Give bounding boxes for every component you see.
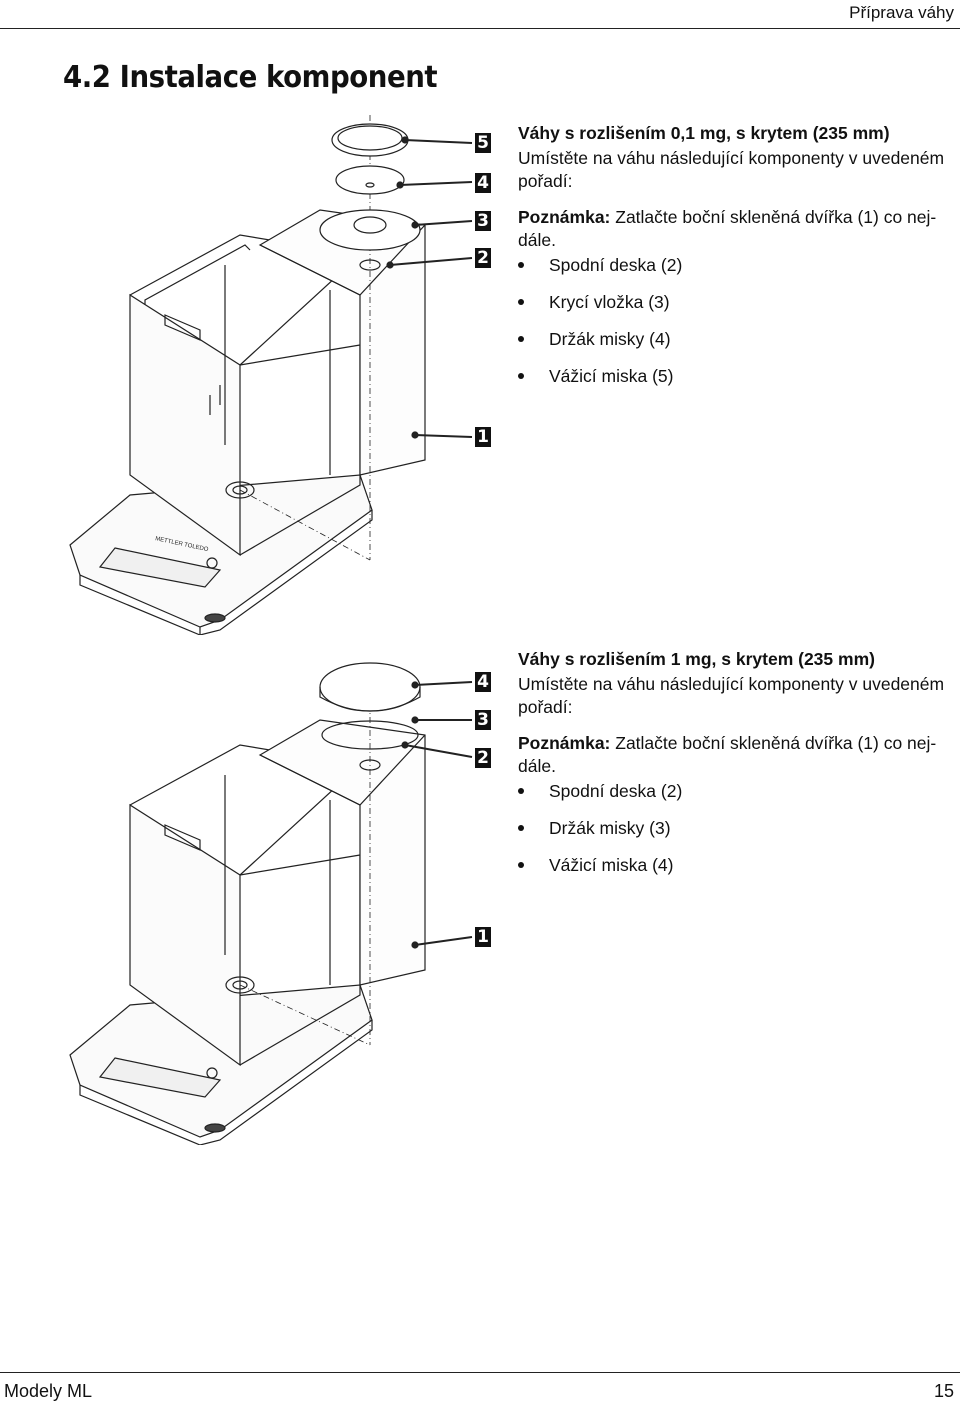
callout-3: 3 — [475, 211, 491, 231]
page-number: 15 — [933, 1381, 954, 1401]
callout-2: 2 — [475, 248, 491, 268]
bullet-icon — [518, 373, 524, 379]
footer-divider — [0, 1372, 960, 1373]
block-note: Poznámka: Zatlačte boční skleněná dvířka… — [518, 732, 958, 778]
page-header-title: Příprava váhy — [849, 3, 954, 22]
bullet-icon — [518, 336, 524, 342]
component-list: Spodní deska (2) Držák misky (3) Vážicí … — [518, 780, 958, 877]
balance-illustration-2 — [60, 645, 480, 1145]
block-intro: Umístěte na váhu následující komponenty … — [518, 148, 945, 191]
header-divider — [0, 28, 960, 29]
bullet-icon — [518, 788, 524, 794]
instruction-block-2: Váhy s rozlišením 1 mg, s krytem (235 mm… — [518, 648, 958, 877]
callout-3: 3 — [475, 710, 491, 730]
list-item: Spodní deska (2) — [518, 254, 958, 277]
block-note: Poznámka: Zatlačte boční skleněná dvířka… — [518, 206, 958, 252]
instruction-block-1: Váhy s rozlišením 0,1 mg, s krytem (235 … — [518, 122, 958, 388]
balance-illustration-1: METTLER TOLEDO — [60, 115, 480, 635]
callout-4: 4 — [475, 672, 491, 692]
note-text: Zatlačte boční skleněná dvířka (1) co ne… — [518, 207, 937, 250]
block-title: Váhy s rozlišením 1 mg, s krytem (235 mm… — [518, 649, 875, 669]
bullet-icon — [518, 299, 524, 305]
callout-1: 1 — [475, 427, 491, 447]
list-item: Vážicí miska (5) — [518, 365, 958, 388]
block-intro: Umístěte na váhu následující komponenty … — [518, 674, 945, 717]
list-item: Vážicí miska (4) — [518, 854, 958, 877]
callout-5: 5 — [475, 133, 491, 153]
section-title: 4.2 Instalace komponent — [63, 60, 438, 95]
bullet-icon — [518, 825, 524, 831]
callout-1: 1 — [475, 927, 491, 947]
note-label: Poznámka: — [518, 207, 611, 227]
note-label: Poznámka: — [518, 733, 611, 753]
bullet-icon — [518, 862, 524, 868]
bullet-icon — [518, 262, 524, 268]
list-item: Držák misky (4) — [518, 328, 958, 351]
block-title: Váhy s rozlišením 0,1 mg, s krytem (235 … — [518, 123, 890, 143]
list-item: Držák misky (3) — [518, 817, 958, 840]
list-item: Spodní deska (2) — [518, 780, 958, 803]
footer-model-name: Modely ML — [4, 1381, 93, 1401]
note-text: Zatlačte boční skleněná dvířka (1) co ne… — [518, 733, 937, 776]
component-list: Spodní deska (2) Krycí vložka (3) Držák … — [518, 254, 958, 388]
list-item: Krycí vložka (3) — [518, 291, 958, 314]
callout-4: 4 — [475, 173, 491, 193]
callout-2: 2 — [475, 748, 491, 768]
